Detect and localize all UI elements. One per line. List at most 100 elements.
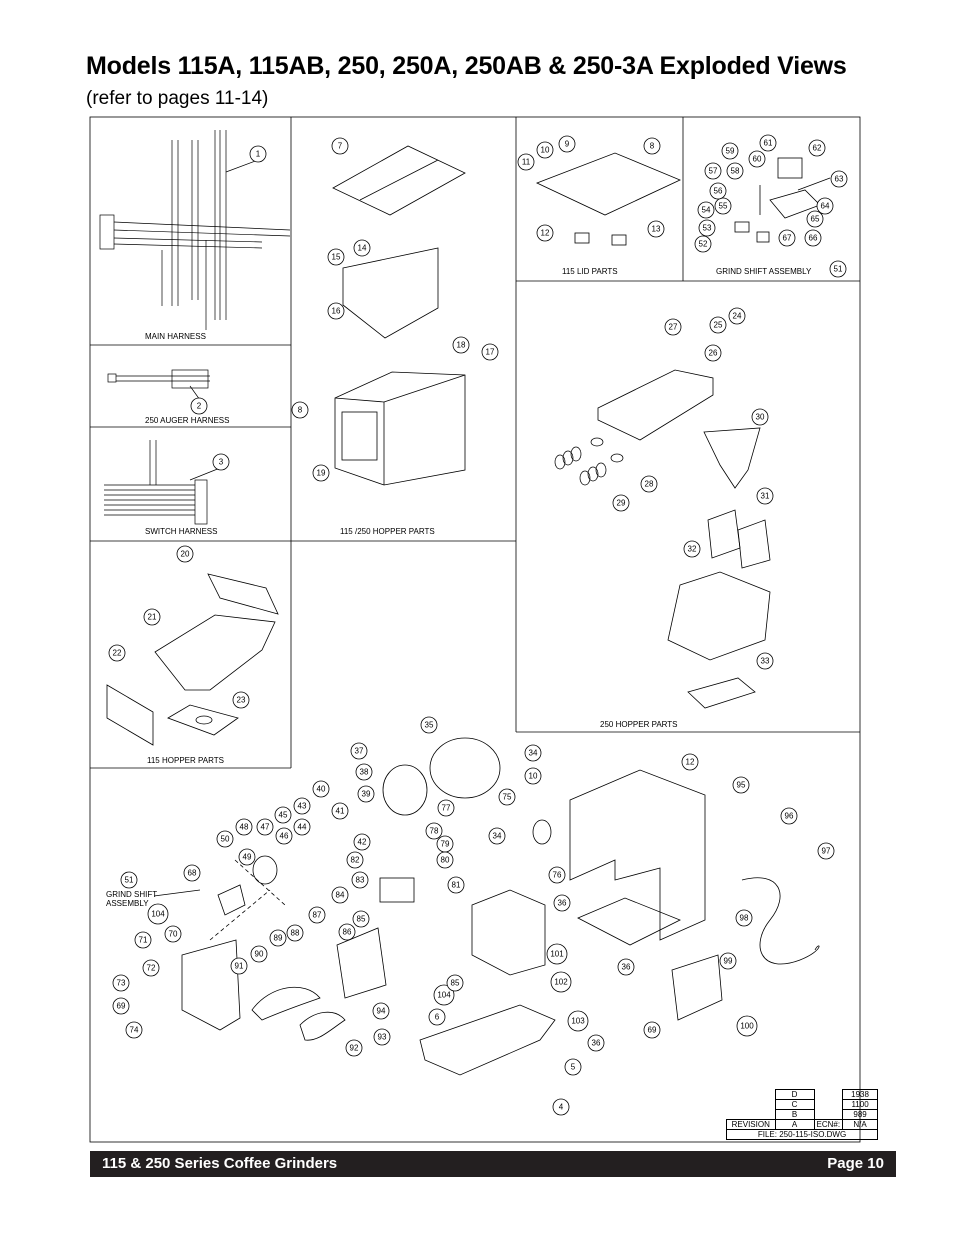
callout-4: 4 (552, 1098, 570, 1116)
callout-17: 17 (481, 343, 499, 361)
callout-45: 45 (274, 806, 292, 824)
svg-text:102: 102 (554, 978, 568, 987)
callout-18: 18 (452, 336, 470, 354)
callout-21: 21 (143, 608, 161, 626)
svg-text:89: 89 (274, 934, 283, 943)
callout-48: 48 (235, 818, 253, 836)
svg-text:10: 10 (529, 772, 538, 781)
callout-36: 36 (587, 1034, 605, 1052)
callout-20: 20 (176, 545, 194, 563)
lid-115-caption: 115 LID PARTS (562, 267, 618, 276)
callout-58: 58 (726, 162, 744, 180)
page-footer: 115 & 250 Series Coffee Grinders Page 10 (90, 1151, 896, 1177)
svg-text:82: 82 (351, 856, 360, 865)
callout-84: 84 (331, 886, 349, 904)
svg-text:92: 92 (350, 1044, 359, 1053)
svg-text:21: 21 (148, 613, 157, 622)
callout-102: 102 (550, 971, 572, 993)
callout-54: 54 (697, 201, 715, 219)
callout-79: 79 (436, 835, 454, 853)
svg-text:88: 88 (291, 929, 300, 938)
callout-74: 74 (125, 1021, 143, 1039)
callout-16: 16 (327, 302, 345, 320)
callout-69: 69 (643, 1021, 661, 1039)
callout-72: 72 (142, 959, 160, 977)
svg-text:87: 87 (313, 911, 322, 920)
hopper-115-caption: 115 HOPPER PARTS (147, 756, 224, 765)
callout-49: 49 (238, 848, 256, 866)
svg-text:103: 103 (571, 1017, 585, 1026)
callout-12: 12 (681, 753, 699, 771)
callout-52: 52 (694, 235, 712, 253)
callout-96: 96 (780, 807, 798, 825)
callout-13: 13 (647, 220, 665, 238)
svg-text:26: 26 (709, 349, 718, 358)
callout-7: 7 (331, 137, 349, 155)
hopper-115-250-caption: 115 /250 HOPPER PARTS (340, 527, 435, 536)
svg-text:100: 100 (740, 1022, 754, 1031)
callout-87: 87 (308, 906, 326, 924)
svg-text:35: 35 (425, 721, 434, 730)
svg-text:4: 4 (559, 1103, 564, 1112)
callout-12: 12 (536, 224, 554, 242)
callout-78: 78 (425, 822, 443, 840)
callout-2: 2 (190, 397, 208, 415)
svg-text:72: 72 (147, 964, 156, 973)
svg-text:23: 23 (237, 696, 246, 705)
svg-text:58: 58 (731, 167, 740, 176)
svg-text:18: 18 (457, 341, 466, 350)
callout-33: 33 (756, 652, 774, 670)
svg-text:77: 77 (442, 804, 451, 813)
callout-1: 1 (249, 145, 267, 163)
svg-text:64: 64 (821, 202, 830, 211)
svg-text:104: 104 (437, 991, 451, 1000)
callout-10: 10 (524, 767, 542, 785)
callout-27: 27 (664, 318, 682, 336)
auger-harness-caption: 250 AUGER HARNESS (145, 416, 229, 425)
svg-text:24: 24 (733, 312, 742, 321)
callout-51: 51 (120, 871, 138, 889)
callout-75: 75 (498, 788, 516, 806)
callout-89: 89 (269, 929, 287, 947)
svg-text:98: 98 (740, 914, 749, 923)
svg-text:85: 85 (357, 915, 366, 924)
svg-text:69: 69 (117, 1002, 126, 1011)
callout-32: 32 (683, 540, 701, 558)
svg-text:97: 97 (822, 847, 831, 856)
svg-text:41: 41 (336, 807, 345, 816)
callout-62: 62 (808, 139, 826, 157)
svg-text:70: 70 (169, 930, 178, 939)
svg-text:45: 45 (279, 811, 288, 820)
svg-text:36: 36 (558, 899, 567, 908)
svg-text:46: 46 (280, 832, 289, 841)
svg-text:36: 36 (622, 963, 631, 972)
svg-text:19: 19 (317, 469, 326, 478)
callout-65: 65 (806, 210, 824, 228)
rev-cell: C (774, 1099, 815, 1110)
callout-28: 28 (640, 475, 658, 493)
callout-91: 91 (230, 957, 248, 975)
svg-text:10: 10 (541, 146, 550, 155)
svg-text:1: 1 (256, 150, 261, 159)
callout-70: 70 (164, 925, 182, 943)
svg-text:36: 36 (592, 1039, 601, 1048)
svg-text:15: 15 (332, 253, 341, 262)
svg-text:8: 8 (650, 142, 655, 151)
svg-text:51: 51 (125, 876, 134, 885)
callout-66: 66 (804, 229, 822, 247)
svg-text:12: 12 (686, 758, 695, 767)
svg-text:20: 20 (181, 550, 190, 559)
callout-47: 47 (256, 818, 274, 836)
svg-text:96: 96 (785, 812, 794, 821)
svg-text:74: 74 (130, 1026, 139, 1035)
revision-label: REVISION (726, 1119, 776, 1130)
svg-text:101: 101 (550, 950, 564, 959)
callout-31: 31 (756, 487, 774, 505)
svg-text:17: 17 (486, 348, 495, 357)
svg-text:68: 68 (188, 869, 197, 878)
svg-text:28: 28 (645, 480, 654, 489)
callout-77: 77 (437, 799, 455, 817)
